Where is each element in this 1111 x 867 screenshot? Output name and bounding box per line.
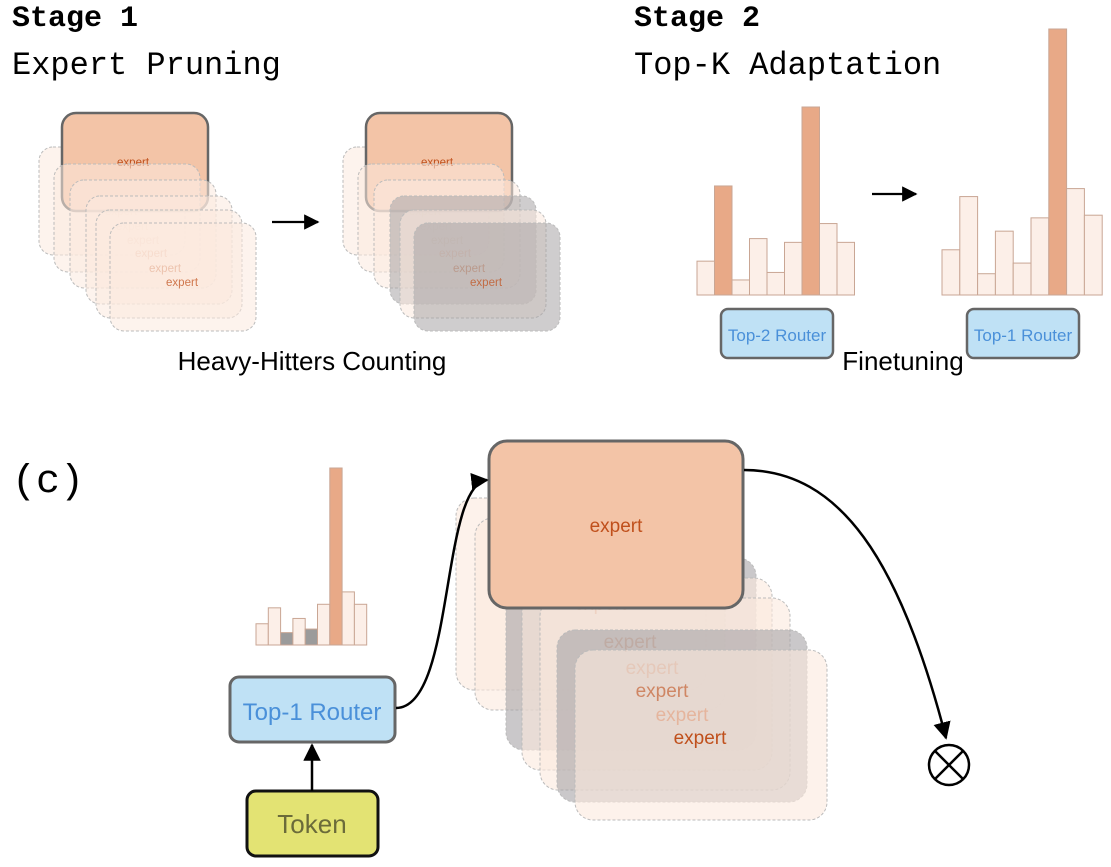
- histogram-bar: [836, 241, 855, 296]
- histogram-bar: [696, 260, 715, 296]
- histogram-bar: [317, 603, 331, 646]
- stage2-heading: Stage 2: [634, 2, 760, 36]
- histogram-bar: [801, 106, 820, 296]
- histogram-bar: [1012, 262, 1032, 296]
- histogram-bar: [1066, 188, 1085, 296]
- expert-stack-after-pruning: expertexpertexpertexpertexpertexpertexpe…: [342, 111, 561, 332]
- router-to-expert-arrow: [395, 473, 489, 710]
- expert-card: expert: [109, 222, 257, 332]
- expert-card: expert: [636, 681, 690, 702]
- top2-router-box: Top-2 Router: [719, 307, 835, 360]
- expert-card: expert: [574, 649, 828, 821]
- histogram-bar: [1083, 214, 1103, 296]
- panel-c-label: (c): [12, 460, 84, 505]
- histogram-bar: [819, 223, 838, 296]
- expert-label: expert: [674, 728, 728, 749]
- expert-card: expert: [413, 222, 561, 332]
- histogram-bar: [959, 196, 979, 296]
- expert-label: expert: [636, 681, 690, 702]
- expert-stack-inference: expertexpertexpertexpertexpertexpertexpe…: [455, 439, 828, 821]
- histogram-bar: [766, 271, 785, 296]
- top1-router-box: Top-1 Router: [228, 675, 397, 744]
- histogram-bar: [267, 607, 282, 646]
- stage1-subtitle: Expert Pruning: [12, 47, 281, 84]
- top1-router-label-stage2: Top-1 Router: [974, 326, 1073, 345]
- histogram-bar: [941, 249, 961, 296]
- histogram-bar: [304, 628, 319, 646]
- combine-node: [927, 743, 971, 787]
- top2-router-label: Top-2 Router: [728, 326, 827, 345]
- token-label: Token: [277, 809, 346, 839]
- histogram-bar: [784, 241, 803, 296]
- stage2-subtitle: Top-K Adaptation: [634, 47, 941, 84]
- histogram-bar: [329, 467, 343, 646]
- stage2-caption: Finetuning: [842, 346, 963, 376]
- expert-label: expert: [166, 277, 199, 289]
- histogram-bar: [994, 230, 1014, 296]
- router-histogram-top1: [941, 28, 1103, 296]
- histogram-bar: [714, 185, 733, 296]
- token-box: Token: [245, 789, 380, 858]
- expert-stack-before-pruning: expertexpertexpertexpertexpertexpertexpe…: [38, 111, 257, 332]
- expert-to-output-arrow: [743, 468, 951, 740]
- stage1-caption: Heavy-Hitters Counting: [178, 346, 447, 376]
- router-histogram-top2: [696, 106, 855, 296]
- histogram-bar: [1048, 28, 1068, 296]
- histogram-bar: [255, 623, 269, 646]
- router-histogram-inference: [255, 467, 368, 646]
- expert-label: expert: [590, 516, 644, 537]
- expert-card: expert: [487, 439, 745, 610]
- top1-router-box-stage2: Top-1 Router: [965, 307, 1081, 360]
- top1-router-label: Top-1 Router: [243, 699, 382, 726]
- expert-label: expert: [470, 277, 503, 289]
- histogram-bar: [731, 279, 750, 296]
- histogram-bar: [977, 273, 996, 296]
- histogram-bar: [353, 603, 368, 646]
- stage1-heading: Stage 1: [12, 2, 138, 36]
- histogram-bar: [341, 591, 355, 646]
- histogram-bar: [749, 238, 768, 296]
- histogram-bar: [292, 617, 306, 646]
- histogram-bar: [1030, 217, 1050, 296]
- histogram-bar: [280, 632, 294, 646]
